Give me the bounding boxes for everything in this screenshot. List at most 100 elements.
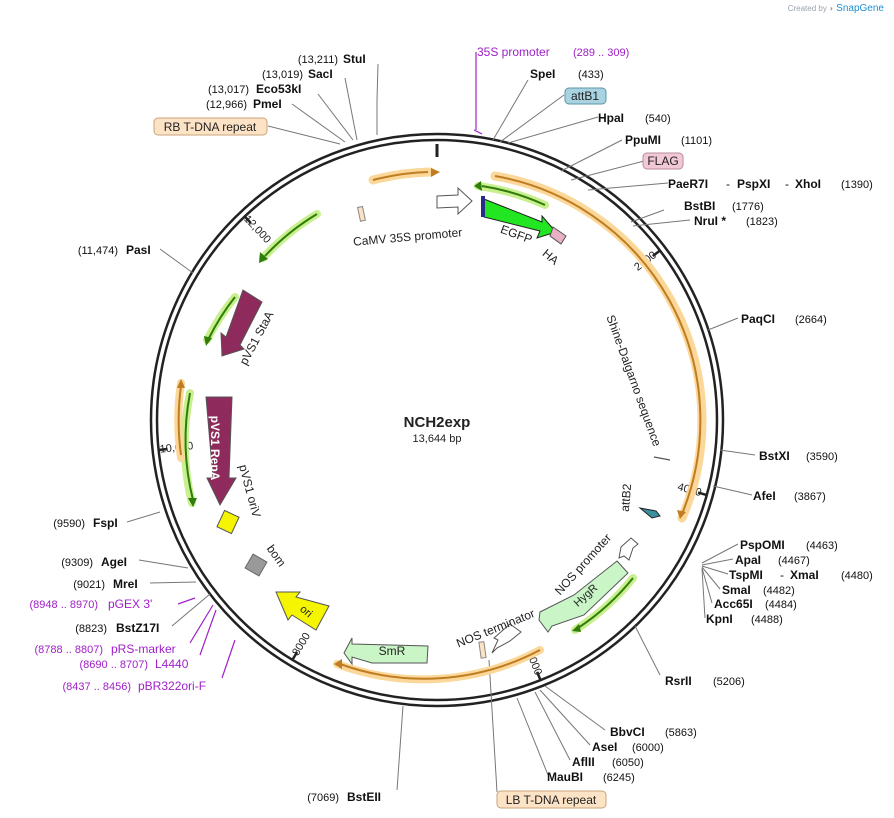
leader-primer-l4440	[199, 609, 217, 656]
leader-primer-prs	[189, 604, 214, 644]
plasmid-size: 13,644 bp	[413, 433, 462, 445]
enzyme-ppumi-name: PpuMI	[625, 133, 661, 147]
enzyme-rsrii-pos: (5206)	[713, 676, 745, 688]
enzyme-labels: (13,211) StuI (13,019) SacI (13,017) Eco…	[53, 52, 873, 804]
enzyme-mrei-pos: (9021)	[73, 579, 105, 591]
ori-arrow	[275, 591, 330, 631]
leader-bstxi	[719, 449, 756, 456]
primer-35s-pos: (289 .. 309)	[573, 47, 629, 59]
leader-maubi	[516, 697, 549, 776]
leader-spei	[492, 79, 529, 141]
enzyme-afei-name: AfeI	[753, 489, 776, 503]
leader-fspi	[126, 511, 161, 523]
enzyme-bstz17i-pos: (8823)	[75, 623, 107, 635]
primer-35s-mark	[473, 129, 483, 135]
primer-35s-name: 35S promoter	[477, 45, 550, 59]
leader-bbvci	[544, 685, 606, 731]
leader-flag	[570, 160, 645, 181]
enzyme-pasi-name: PasI	[126, 243, 151, 257]
nos-promoter-arrow	[618, 537, 639, 561]
enzyme-bsteii-name: BstEII	[347, 790, 381, 804]
nos-terminator-arrow	[491, 623, 522, 654]
primer-l4440-pos: (8690 .. 8707)	[80, 659, 149, 671]
leader-attb1	[499, 94, 565, 143]
enzyme-bstz17i-name: BstZ17I	[116, 621, 159, 635]
leader-acc65i	[701, 567, 713, 604]
attb1-mark	[481, 196, 485, 217]
enzyme-bstbi-pos: (1776)	[732, 201, 764, 213]
label-shine-dalgarno: Shine-Dalgarno sequence	[603, 313, 664, 448]
green-arc-hygr	[577, 577, 634, 629]
leader-primer-pgex	[177, 597, 196, 605]
enzyme-bstxi-name: BstXI	[759, 449, 790, 463]
enzyme-xmai-name: XmaI	[790, 568, 819, 582]
boxed-feature-labels: RB T-DNA repeat attB1 FLAG LB T-DNA repe…	[153, 87, 684, 809]
enzyme-acc65i-name: Acc65I	[714, 597, 753, 611]
label-nos-terminator: NOS terminator	[454, 606, 537, 650]
enzyme-xhoi-pos: (1390)	[841, 179, 873, 191]
leader-primer-pbr322	[221, 639, 236, 679]
enzyme-pmei-name: PmeI	[253, 97, 282, 111]
label-flag: FLAG	[647, 154, 678, 168]
leader-xhoi	[587, 182, 669, 191]
tick-label-5: 12,000	[241, 213, 273, 246]
enzyme-bstbi-name: BstBI	[684, 199, 715, 213]
primer-pbr322-pos: (8437 .. 8456)	[63, 681, 132, 693]
enzyme-pspxi-name: PspXI	[737, 177, 770, 191]
leader-asei	[539, 689, 591, 746]
enzyme-agei-pos: (9309)	[61, 557, 93, 569]
enzyme-pspomi-pos: (4463)	[806, 540, 838, 552]
enzyme-hpai-pos: (540)	[645, 113, 671, 125]
ha-mark	[549, 226, 567, 245]
leader-smai	[701, 566, 721, 590]
enzyme-ppumi-pos: (1101)	[681, 135, 712, 147]
enzyme-nrui-pos: (1823)	[746, 216, 778, 228]
primer-pbr322-name: pBR322ori-F	[138, 679, 206, 693]
leader-rb-repeat	[267, 125, 341, 145]
lb-repeat-box	[496, 790, 607, 809]
enzyme-smai-name: SmaI	[722, 583, 751, 597]
arrowhead-green-top	[474, 181, 482, 191]
enzyme-asei-pos: (6000)	[632, 742, 664, 754]
tick-mark-3	[290, 651, 299, 662]
enzyme-paqci-pos: (2664)	[795, 314, 827, 326]
enzyme-agei-name: AgeI	[101, 555, 127, 569]
primer-pgex-name: pGEX 3'	[108, 597, 152, 611]
enzyme-maubi-pos: (6245)	[603, 772, 635, 784]
snapgene-credit: Created by ◗ SnapGene	[788, 3, 884, 14]
enzyme-spei-pos: (433)	[578, 69, 604, 81]
primer-labels: 35S promoter (289 .. 309) (8948 .. 8970)…	[30, 45, 630, 693]
pvs1-repa-arrow	[205, 396, 237, 507]
tick-mark-4	[157, 447, 168, 452]
enzyme-stui-name: StuI	[343, 52, 366, 66]
enzyme-asei-name: AseI	[592, 740, 617, 754]
leader-xmai	[701, 565, 729, 575]
leader-pspomi	[701, 543, 739, 564]
attb1-box	[564, 87, 607, 105]
leader-aflii	[534, 691, 571, 761]
leader-nrui	[632, 219, 691, 227]
leader-agei	[138, 559, 189, 569]
leader-eco53ki	[317, 93, 354, 141]
primer-pgex-pos: (8948 .. 8970)	[30, 599, 99, 611]
enzyme-kpni-name: KpnI	[706, 612, 733, 626]
leader-lb-repeat	[488, 659, 498, 793]
leader-kpni	[701, 568, 706, 619]
orf-arc-top	[372, 171, 429, 181]
enzyme-separator-3: -	[780, 568, 784, 582]
orf-arc-bottom	[339, 649, 541, 680]
enzyme-acc65i-pos: (4484)	[765, 599, 797, 611]
egfp-arrow	[483, 198, 557, 239]
flag-box	[642, 152, 684, 170]
enzyme-spei-name: SpeI	[530, 67, 555, 81]
enzyme-saci-name: SacI	[308, 67, 333, 81]
enzyme-mrei-name: MreI	[113, 577, 138, 591]
label-camv35s: CaMV 35S promoter	[353, 225, 463, 248]
enzyme-leader-lines	[126, 63, 756, 793]
arrowhead-green-staa	[204, 336, 212, 346]
green-arc-repa	[184, 392, 194, 501]
enzyme-nrui-name: NruI *	[694, 214, 726, 228]
label-smr: SmR	[379, 644, 406, 658]
leader-bsteii	[396, 705, 404, 791]
